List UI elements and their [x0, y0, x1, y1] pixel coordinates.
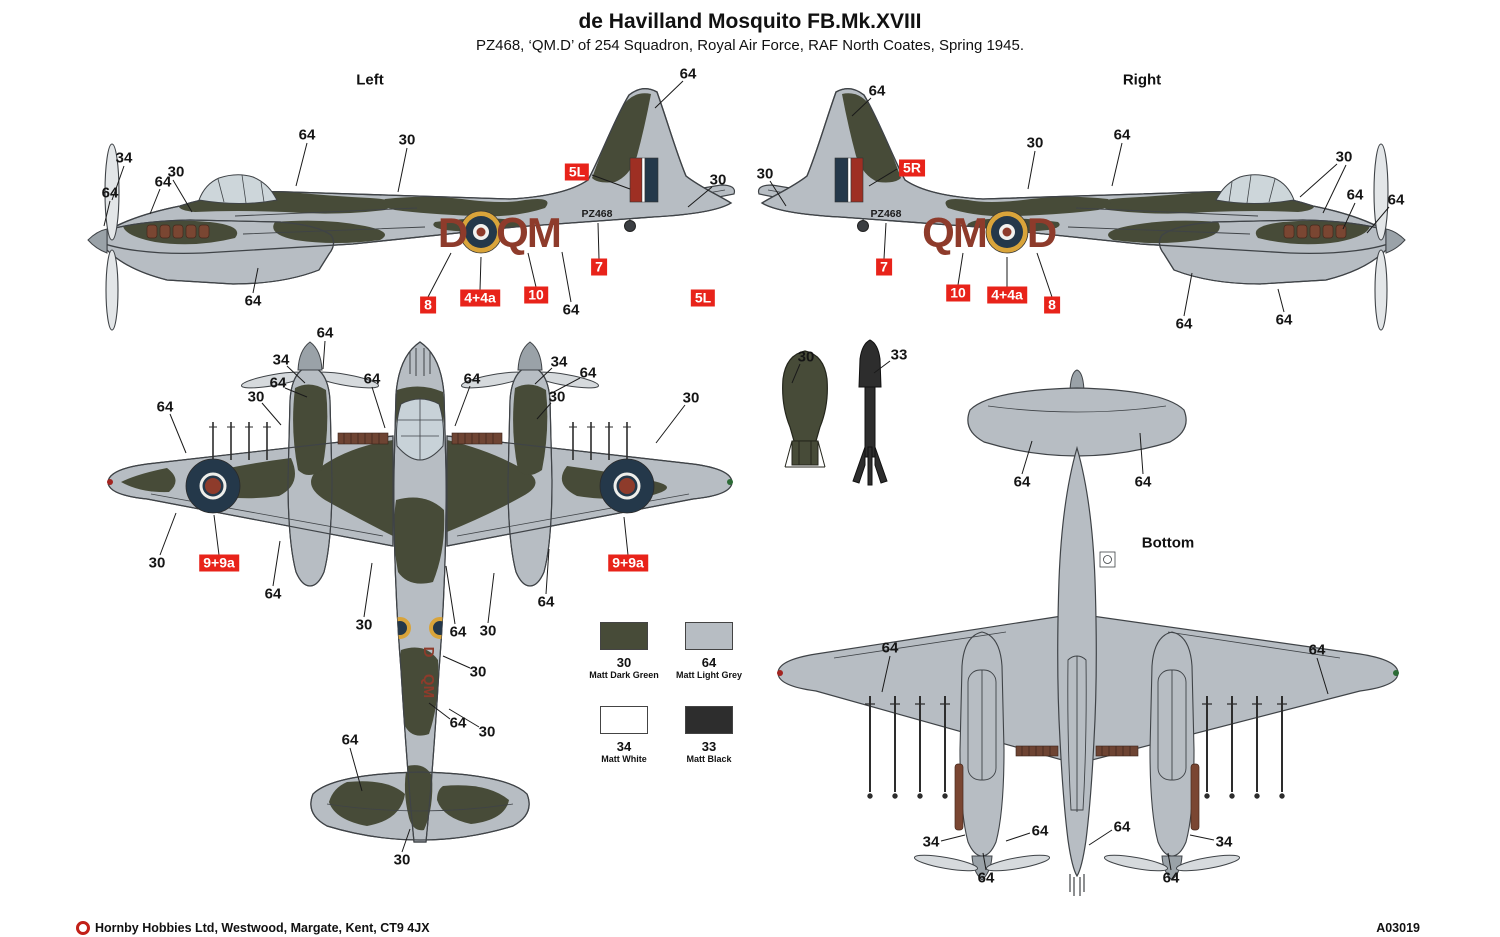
legend-swatch-white: [600, 706, 648, 734]
page-subtitle: PZ468, ‘QM.D’ of 254 Squadron, Royal Air…: [475, 37, 1025, 54]
code-letter-d-left: D: [438, 209, 468, 256]
port-nav-light-bottom: [777, 670, 783, 676]
right-side-view-illustration: QM D PZ468: [748, 80, 1408, 315]
legend-code: 34: [616, 739, 632, 754]
legend-name: Matt Light Grey: [675, 670, 742, 680]
footer-address: Hornby Hobbies Ltd, Westwood, Margate, K…: [95, 921, 430, 935]
left-spinner-top: [297, 341, 323, 371]
fuselage-roundel-right: [985, 210, 1029, 254]
view-label-bottom: Bottom: [1141, 534, 1195, 552]
starboard-nav-light-bottom: [1393, 670, 1399, 676]
serial-number-left: PZ468: [582, 208, 613, 220]
legend-name: Matt White: [601, 754, 647, 764]
legend-code: 30: [616, 655, 632, 670]
tailplane-bottom: [967, 387, 1187, 457]
right-wing-bottom: [1091, 615, 1399, 761]
page-title: de Havilland Mosquito FB.Mk.XVIII: [578, 10, 922, 33]
legend-swatch-light-grey: [685, 622, 733, 650]
serial-number-right: PZ468: [871, 208, 902, 220]
view-label-right: Right: [1122, 71, 1162, 89]
legend-item-dark-green: 30 Matt Dark Green: [576, 622, 672, 680]
fin-flash-left: [629, 157, 659, 203]
port-nav-light-top: [107, 479, 113, 485]
top-view-illustration: D QM: [107, 341, 733, 843]
fin-flash-right: [834, 157, 864, 203]
left-side-view-illustration: D QM PZ468: [85, 80, 745, 315]
legend-name: Matt Black: [686, 754, 732, 764]
paint-callout: 64: [1175, 315, 1193, 333]
bomb-illustration: [782, 350, 828, 468]
code-letters-qm-right: QM: [922, 209, 986, 256]
legend-swatch-black: [685, 706, 733, 734]
top-code-letters-qm: QM: [420, 674, 437, 698]
legend-name: Matt Dark Green: [589, 670, 659, 680]
legend-item-white: 34 Matt White: [576, 706, 672, 764]
wing-roundel-right: [599, 458, 655, 514]
legend-code: 33: [701, 739, 717, 754]
legend-code: 64: [701, 655, 717, 670]
right-spinner-top: [517, 341, 543, 371]
wing-roundel-left: [185, 458, 241, 514]
legend-item-light-grey: 64 Matt Light Grey: [661, 622, 757, 680]
code-letters-qm-left: QM: [496, 209, 560, 256]
rocket-illustration: [852, 339, 888, 486]
starboard-nav-light-top: [727, 479, 733, 485]
top-code-letter-d: D: [420, 647, 437, 658]
inspection-panel: [1099, 551, 1116, 568]
code-letter-d-right: D: [1027, 209, 1057, 256]
product-code: A03019: [1376, 921, 1420, 935]
hornby-logo-icon: [76, 921, 90, 935]
legend-swatch-dark-green: [600, 622, 648, 650]
view-label-left: Left: [356, 71, 384, 89]
legend-item-black: 33 Matt Black: [661, 706, 757, 764]
nose-gun-muzzles-bottom: [1069, 874, 1085, 896]
